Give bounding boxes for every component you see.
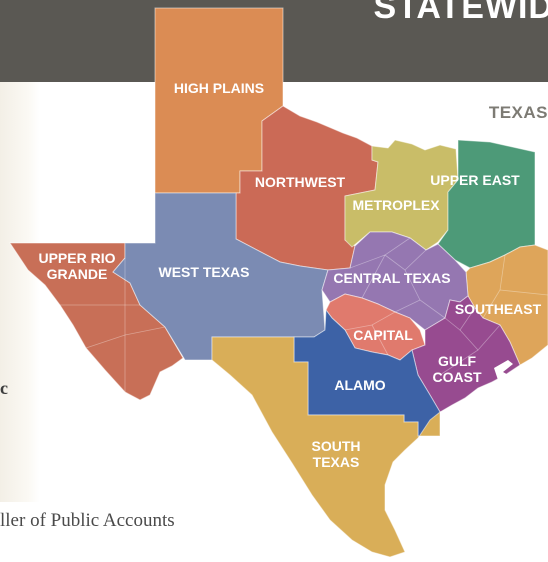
label-gulf-coast-1: GULF (438, 353, 477, 369)
region-gulf-coast[interactable] (411, 295, 521, 413)
region-metroplex[interactable] (344, 139, 459, 251)
footer-credit: ller of Public Accounts (0, 510, 175, 531)
label-capital: CAPITAL (353, 327, 413, 343)
label-high-plains: HIGH PLAINS (174, 80, 264, 96)
label-upper-rio-grande-1: UPPER RIO (38, 250, 115, 266)
label-metroplex: METROPLEX (352, 197, 440, 213)
texas-subtitle: TEXAS (488, 103, 548, 122)
label-south-texas-2: TEXAS (313, 454, 360, 470)
label-upper-east: UPPER EAST (430, 172, 520, 188)
label-alamo: ALAMO (334, 377, 385, 393)
side-text-fragment: c (0, 378, 8, 398)
galveston-bay-shape (494, 360, 513, 380)
banner-title: STATEWID (373, 0, 548, 26)
label-west-texas: WEST TEXAS (158, 264, 249, 280)
label-upper-rio-grande-2: GRANDE (47, 266, 108, 282)
left-side-panel (0, 82, 40, 502)
label-central-texas: CENTRAL TEXAS (333, 270, 450, 286)
county-lines (60, 237, 548, 392)
label-southeast: SOUTHEAST (455, 301, 542, 317)
label-south-texas-1: SOUTH (312, 438, 361, 454)
region-south-texas[interactable] (211, 336, 441, 558)
label-gulf-coast-2: COAST (433, 369, 482, 385)
label-northwest: NORTHWEST (255, 174, 346, 190)
